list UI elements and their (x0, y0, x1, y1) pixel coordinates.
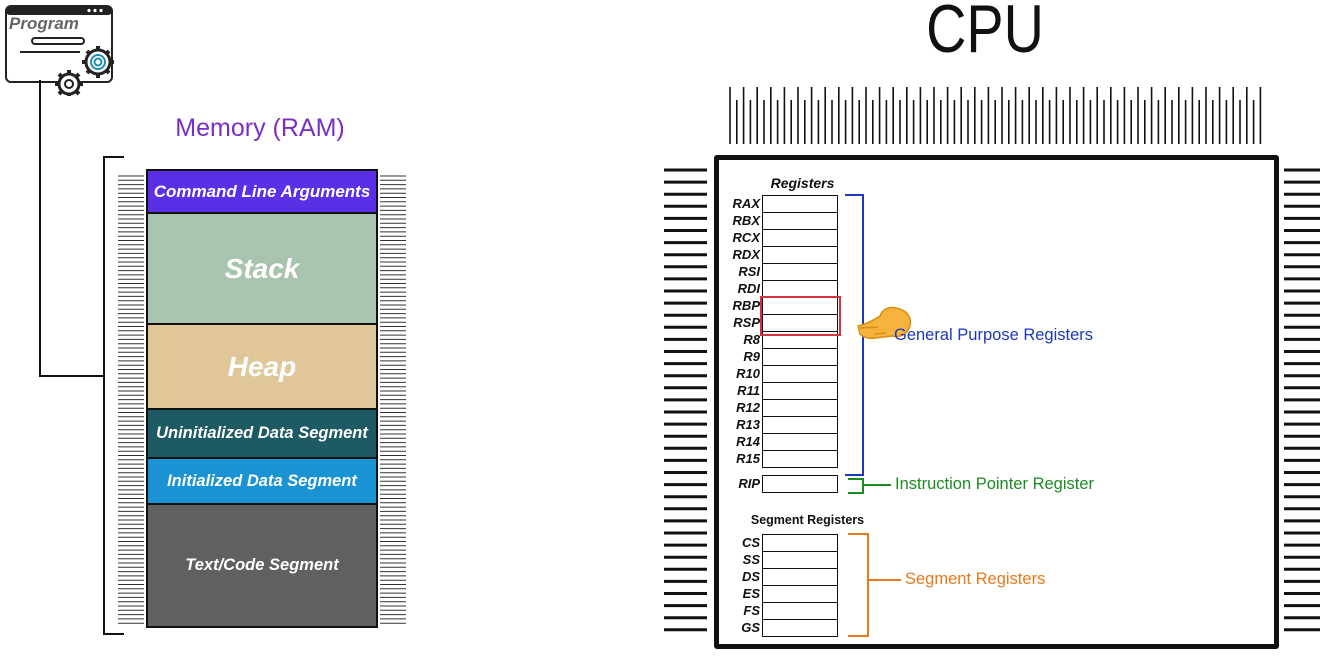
register-label-rsp: RSP (733, 315, 760, 330)
segment-register-label-gs: GS (741, 620, 760, 635)
register-label-rbx: RBX (732, 213, 760, 228)
segment-register-label-cs: CS (741, 535, 760, 550)
segment-register-label-es: ES (742, 586, 760, 601)
register-label-r15: R15 (736, 451, 760, 466)
segment-register-label-ss: SS (742, 552, 760, 567)
instruction-pointer-register-label: Instruction Pointer Register (895, 475, 1095, 493)
register-label-r10: R10 (736, 366, 760, 381)
instruction-pointer-bracket (848, 478, 864, 494)
highlight-rbp-rsp (760, 296, 841, 336)
register-label-r12: R12 (736, 400, 760, 415)
segment-command-line-arguments: Command Line Arguments (146, 169, 378, 214)
pointing-hand-icon (857, 306, 912, 340)
register-label-r11: R11 (737, 383, 760, 398)
program-window-gears-icon (4, 4, 114, 98)
register-label-rax: RAX (732, 196, 760, 211)
program-label: Program (9, 14, 79, 33)
memory-title: Memory (RAM) (175, 114, 345, 142)
register-label-rsi: RSI (738, 264, 760, 279)
segment-register-box-gs (762, 619, 838, 637)
cpu-title: CPU (926, 0, 1044, 67)
register-label-r14: R14 (736, 434, 760, 449)
segment-heap: Heap (146, 323, 378, 410)
segment-text-code: Text/Code Segment (146, 503, 378, 628)
segment-register-label-ds: DS (741, 569, 760, 584)
segment-stack: Stack (146, 212, 378, 325)
register-label-rdx: RDX (732, 247, 760, 262)
registers-heading: Registers (770, 175, 835, 191)
register-label-rip: RIP (738, 476, 760, 491)
register-label-rcx: RCX (732, 230, 760, 245)
segment-uninitialized-data: Uninitialized Data Segment (146, 408, 378, 459)
register-box-rip (762, 475, 838, 493)
register-label-r13: R13 (736, 417, 760, 432)
segment-registers-heading: Segment Registers (750, 513, 865, 527)
register-label-r9: R9 (743, 349, 760, 364)
register-label-r8: R8 (743, 332, 760, 347)
general-purpose-registers-label: General Purpose Registers (894, 326, 1094, 344)
segment-registers-label: Segment Registers (905, 570, 1046, 588)
segment-register-label-fs: FS (743, 603, 760, 618)
register-label-rbp: RBP (732, 298, 760, 313)
segment-bracket (848, 533, 869, 637)
segment-initialized-data: Initialized Data Segment (146, 457, 378, 505)
register-label-rdi: RDI (737, 281, 760, 296)
register-box-r15 (762, 450, 838, 468)
